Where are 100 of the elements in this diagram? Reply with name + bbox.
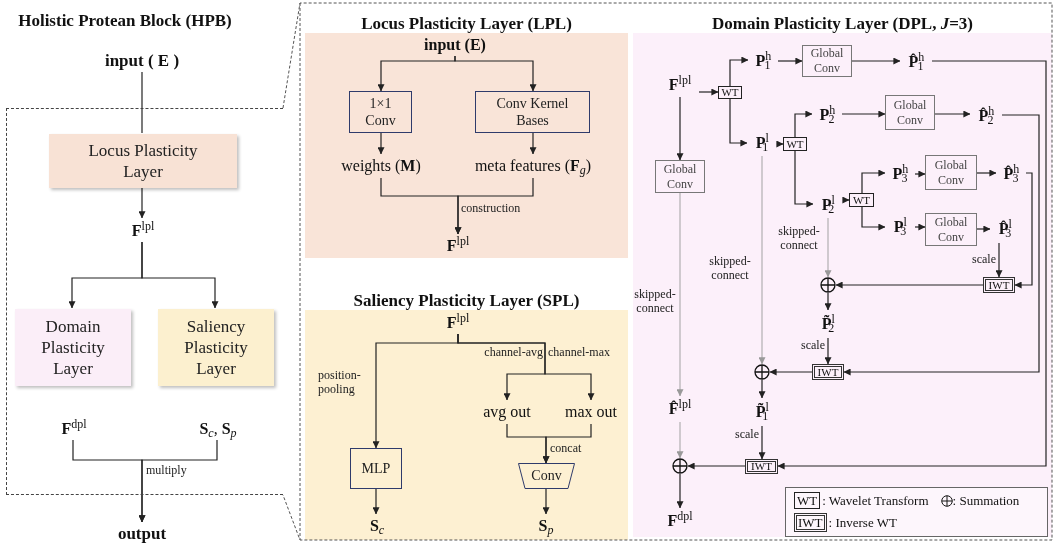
global-conv-box: Global Conv — [802, 45, 852, 77]
wavelet-box: WT — [718, 86, 742, 99]
arrow — [824, 337, 832, 365]
arrow — [698, 88, 719, 96]
arrow — [1014, 172, 1033, 289]
edge-label: channel-avg — [483, 345, 543, 359]
arrow — [729, 56, 749, 87]
variable-label: F$^{dpl}$ — [53, 417, 95, 441]
edge-label: skipped-connect — [777, 224, 821, 252]
arrow — [861, 169, 886, 194]
edge-label: multiply — [146, 463, 188, 477]
summation-icon — [820, 277, 836, 293]
edge-label: skipped-connect — [633, 287, 677, 315]
edge-label: channel-max — [548, 345, 611, 359]
edge-label: construction — [461, 201, 522, 215]
edge-label: scale — [734, 427, 759, 441]
summation-icon — [754, 364, 770, 380]
variable-label: F$^{dpl}$ — [660, 508, 700, 534]
arrow — [794, 110, 813, 138]
arrow — [976, 225, 991, 233]
arrow — [976, 169, 997, 177]
variable-label: F$^{lpl}$ — [123, 219, 163, 243]
arrow — [372, 488, 380, 515]
edge-label: scale — [971, 252, 996, 266]
process-box: MLP — [350, 448, 402, 489]
output-label: output — [104, 522, 180, 544]
variable-label: meta features (F$_{g}$) — [460, 154, 606, 178]
variable-label: avg out — [476, 400, 538, 424]
variable-label: S$_{p}$ — [531, 514, 561, 538]
conv-trapezoid: Conv — [518, 463, 575, 489]
arrow — [542, 423, 592, 464]
variable-label: F̂$^{lpl}$ — [662, 396, 698, 422]
arrow — [377, 132, 385, 155]
arrow — [995, 242, 1003, 278]
arrow — [777, 57, 803, 65]
arrow — [138, 439, 218, 523]
legend-text: : Wavelet Transform — [822, 494, 929, 507]
variable-label: S$_{c}$ — [362, 514, 392, 538]
arrow — [729, 98, 748, 147]
arrow — [758, 379, 766, 399]
legend-symbol: IWT — [794, 513, 827, 532]
legend-text: : Inverse WT — [828, 516, 897, 529]
variable-label: weights (M) — [326, 154, 436, 178]
inverse-wavelet-box: IWT — [812, 364, 844, 380]
arrow — [835, 281, 984, 289]
arrow — [843, 114, 1040, 376]
arrow — [138, 186, 146, 219]
arrow — [676, 473, 684, 509]
legend-text: : Summation — [952, 494, 1020, 507]
variable-label: F$^{lpl}$ — [661, 73, 699, 97]
process-box: Conv Kernel Bases — [475, 91, 590, 133]
arrow — [529, 132, 537, 155]
input-label: input (E) — [415, 34, 495, 56]
panel-title: Domain Plasticity Layer (DPL, J=3) — [710, 13, 974, 35]
edge-label: scale — [800, 338, 825, 352]
wavelet-box: WT — [849, 193, 874, 207]
arrow — [457, 333, 595, 401]
arrow — [914, 170, 926, 178]
edge-label: position-pooling — [318, 368, 362, 396]
edge-label: skipped-connect — [708, 254, 752, 282]
panel-title: Saliency Plasticity Layer (SPL) — [352, 290, 581, 312]
process-box: 1×1 Conv — [349, 91, 412, 133]
variable-label: F$^{lpl}$ — [440, 311, 476, 334]
arrow — [776, 140, 784, 148]
arrow — [861, 206, 886, 231]
variable-label: max out — [556, 400, 626, 424]
arrow — [824, 292, 832, 311]
arrow — [454, 55, 537, 92]
arrow — [676, 96, 684, 161]
wavelet-box: WT — [783, 137, 807, 151]
global-conv-box: Global Conv — [925, 213, 977, 246]
arrow — [454, 177, 534, 235]
dashed-group-box — [6, 108, 283, 495]
inverse-wavelet-box: IWT — [983, 277, 1015, 293]
layer-box: Locus Plasticity Layer — [49, 134, 237, 188]
arrow — [934, 110, 971, 118]
summation-icon — [672, 458, 688, 474]
arrow — [769, 368, 813, 376]
edge-label: concat — [550, 441, 583, 455]
arrow — [758, 425, 766, 460]
arrow — [141, 241, 219, 309]
variable-label: F$^{lpl}$ — [440, 234, 476, 258]
arrow — [542, 488, 550, 515]
arrow — [851, 57, 901, 65]
layer-box: Saliency Plasticity Layer — [158, 309, 274, 386]
arrow — [841, 110, 886, 118]
panel-title: Locus Plasticity Layer (LPL) — [360, 13, 573, 35]
arrow — [687, 462, 746, 470]
input-label: input ( E ) — [96, 48, 188, 72]
arrow — [914, 223, 926, 231]
legend-symbol: WT — [794, 492, 821, 509]
arrow — [777, 60, 1047, 470]
variable-label: S$_{c}$, S$_{p}$ — [185, 417, 251, 441]
global-conv-box: Global Conv — [925, 155, 977, 190]
diagram-title: Holistic Protean Block (HPB) — [17, 10, 233, 32]
connector-line — [141, 71, 143, 134]
arrow — [794, 150, 814, 208]
global-conv-box: Global Conv — [885, 95, 935, 130]
global-conv-box: Global Conv — [655, 160, 705, 193]
layer-box: Domain Plasticity Layer — [15, 309, 131, 386]
